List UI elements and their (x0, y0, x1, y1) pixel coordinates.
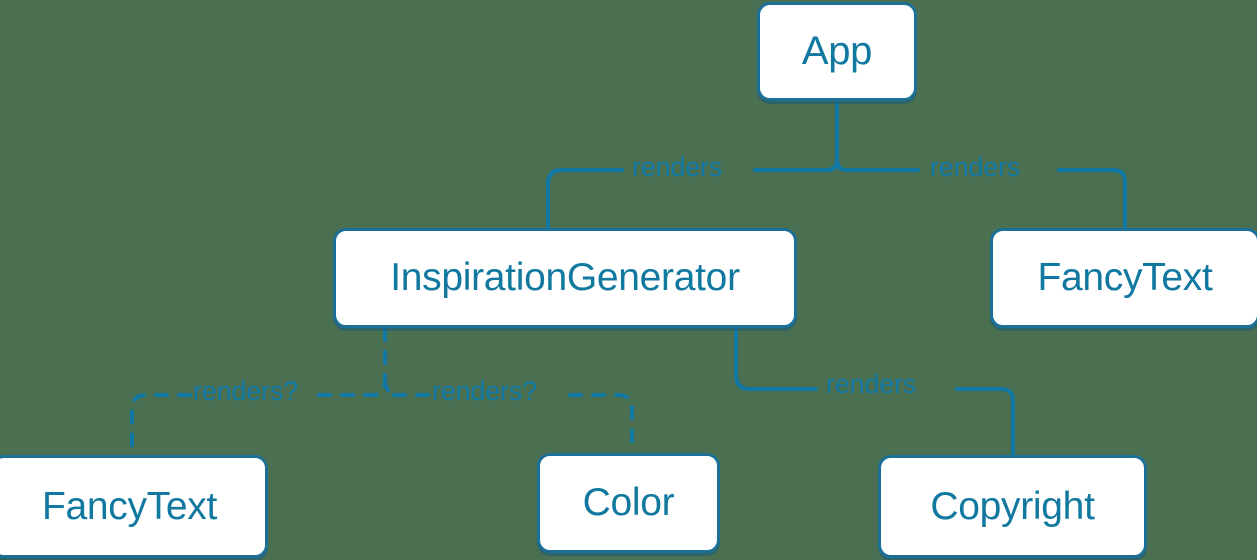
node-inspiration-generator[interactable]: InspirationGenerator (333, 228, 797, 328)
edge-label-app-renders-fancytext: renders (930, 152, 1021, 182)
node-copyright[interactable]: Copyright (878, 455, 1147, 558)
edge-label-app-renders-inspiration: renders (632, 152, 723, 182)
edge-label-inspiration-renders-copyright: renders (826, 369, 917, 399)
node-copyright-label: Copyright (930, 484, 1095, 528)
node-app-label: App (801, 29, 873, 73)
edge-app-trunk-right (835, 158, 849, 172)
node-color[interactable]: Color (537, 453, 720, 553)
edge-inspiration-dashed-trunk-right (383, 378, 396, 397)
edge-label-inspiration-renders-fancytext: renders? (193, 376, 298, 406)
edge-app-trunk (825, 99, 839, 172)
edge-inspiration-dashed-trunk (374, 327, 387, 397)
node-fancytext-bottom-label: FancyText (41, 484, 218, 528)
node-fancytext-bottom[interactable]: FancyText (0, 455, 268, 558)
node-fancytext-right[interactable]: FancyText (990, 228, 1257, 328)
node-color-label: Color (582, 481, 675, 524)
edge-label-inspiration-renders-color: renders? (432, 376, 537, 406)
node-app[interactable]: App (757, 2, 917, 101)
node-fancytext-right-label: FancyText (1037, 256, 1213, 299)
node-inspiration-generator-label: InspirationGenerator (390, 256, 740, 299)
